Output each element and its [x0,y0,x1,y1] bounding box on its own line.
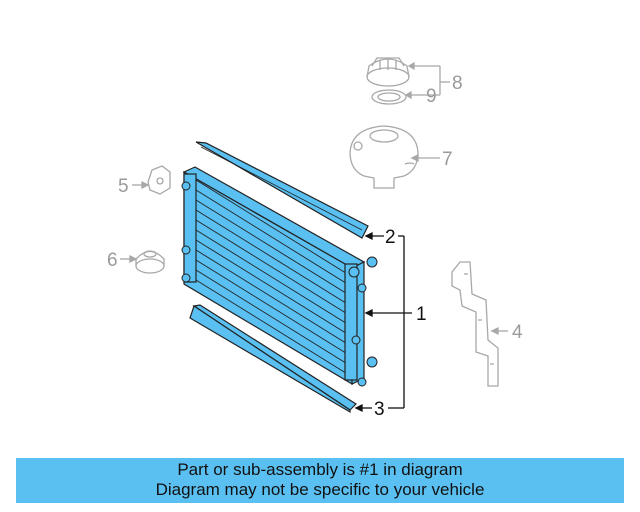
bracket-part-4 [451,261,499,387]
callout-6: 6 [107,250,118,271]
bushing-part-6 [135,250,165,274]
info-banner: Part or sub-assembly is #1 in diagram Di… [16,458,624,503]
banner-line-2: Diagram may not be specific to your vehi… [155,480,485,499]
seal-ring-part-9 [371,89,407,105]
callout-1: 1 [416,304,427,325]
callout-2: 2 [385,227,396,248]
callout-9: 9 [426,86,437,107]
callout-8: 8 [452,73,463,94]
callout-3: 3 [374,399,385,420]
callout-4: 4 [512,322,523,343]
parts-diagram: 1 2 3 4 5 6 7 8 9 [107,57,523,420]
banner-line-1: Part or sub-assembly is #1 in diagram [177,460,463,479]
leader-lines [354,231,412,413]
upper-seal-strip-part-2 [195,141,369,239]
mount-part-5 [147,165,171,195]
callout-7: 7 [442,149,453,170]
lower-seal-strip-part-3 [189,304,357,414]
radiator-core-fins [195,179,350,376]
reservoir-part-7 [349,125,419,189]
cap-part-8 [366,57,410,87]
callout-5: 5 [118,176,129,197]
radiator-part-1 [181,166,378,387]
ghost-leader-lines [120,61,508,336]
